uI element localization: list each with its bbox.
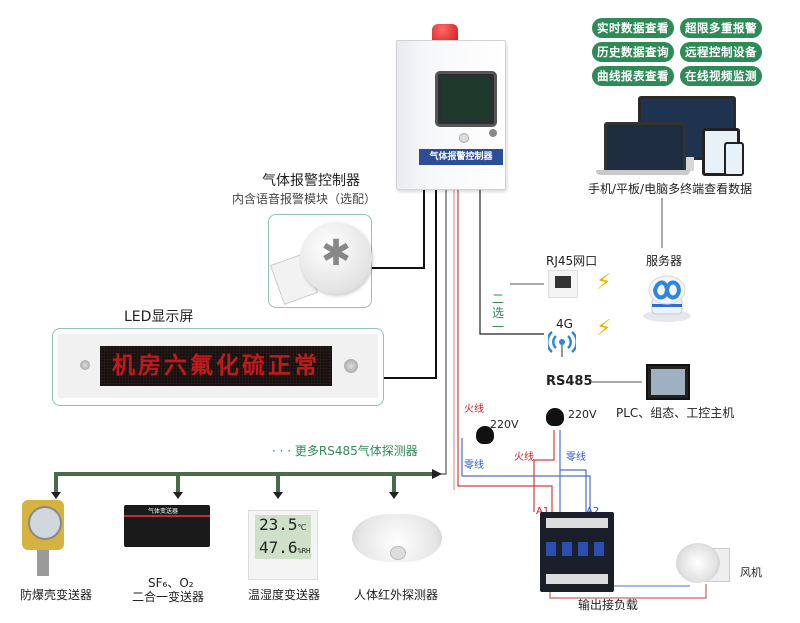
wire-neutral [461,438,591,520]
buzzer-grille-icon: ✱ [320,233,352,274]
fan-icon [676,543,720,583]
controller-panel-label: 气体报警控制器 [419,149,503,165]
led-knob-icon [80,360,90,370]
bus-arrow-2 [173,492,183,499]
led-title: LED显示屏 [124,309,194,325]
wire-buzzer [372,188,425,269]
industrial-panel-icon [646,364,690,400]
rj45-label: RJ45网口 [546,254,598,268]
humidity-reading: 47.6 [259,538,298,557]
live-wire-label-2: 火线 [514,452,534,463]
feature-multi-alarm: 超限多重报警 [680,18,762,38]
laptop-icon [604,122,686,174]
device-label-explosion-proof: 防爆壳变送器 [20,588,93,602]
choose-one-char: 选 [492,306,505,320]
device-label-temp-humidity: 温湿度变送器 [248,588,321,602]
device-label-pir: 人体红外探测器 [354,588,439,602]
temp-humidity-transmitter-icon: 23.5℃ 47.6%RH [248,510,318,580]
bus-arrow-3 [273,492,283,499]
temp-reading: 23.5 [259,515,298,534]
feature-realtime-data: 实时数据查看 [592,18,674,38]
temp-unit: ℃ [297,523,307,532]
rs485-label: RS485 [546,374,593,389]
wire-led [382,188,437,379]
pir-lens-icon [390,546,406,560]
choose-one-label: 二 选 一 [492,292,504,334]
alarm-beacon-icon [432,24,458,42]
server-label: 服务器 [646,254,683,268]
rj45-port-icon [548,270,578,298]
bus-arrow-4 [389,492,399,499]
device-label-sf6-line2: 二合一变送器 [132,590,205,604]
wire-live-controller [457,188,553,520]
neutral-wire-label: 零线 [464,460,484,471]
wire-neutral-a2 [560,469,587,512]
controller-screen [435,71,497,127]
terminal-a1-label: A1 [536,506,549,517]
voltage-label-2: 220V [568,408,597,421]
g4-label: 4G [556,317,573,331]
contactor-icon [540,512,614,592]
server-cloud-icon [643,275,691,322]
power-plug-icon [476,426,494,444]
buzzer-icon [300,222,372,294]
output-load-label: 输出接负载 [578,598,639,612]
neutral-wire-label-2: 零线 [566,452,586,463]
feature-video-monitor: 在线视频监测 [680,66,762,86]
choose-one-char: 一 [492,320,505,334]
choose-one-char: 二 [492,292,505,306]
feature-remote-control: 远程控制设备 [680,42,762,62]
more-detectors-label: · · · 更多RS485气体探测器 [272,444,418,458]
lightning-icon: ⚡ [596,316,612,341]
led-speaker-icon [344,359,358,373]
sf6-o2-transmitter-icon: 气体变送器 [124,505,210,547]
live-wire-label: 火线 [464,404,484,415]
explosion-proof-transmitter-icon [22,500,64,576]
controller-subtitle: 内含语音报警模块（选配） [232,192,377,206]
rs485-bus [54,472,432,492]
led-message: 机房六氟化硫正常 [100,346,332,386]
bus-arrow-1 [51,492,61,499]
transmitter-panel-text: 气体变送器 [148,508,179,515]
feature-history-query: 历史数据查询 [592,42,674,62]
lightning-icon: ⚡ [596,270,612,295]
controller-title: 气体报警控制器 [262,173,360,189]
fan-label: 风机 [740,566,762,579]
feature-curve-report: 曲线报表查看 [592,66,674,86]
wireless-signal-icon [548,331,576,357]
device-label-sf6-line1: SF₆、O₂ [148,576,194,590]
terminal-a2-label: A2 [586,506,599,517]
bus-arrow-right [432,469,442,479]
laptop-base [596,170,690,175]
wire-network [479,188,544,335]
gas-alarm-controller: 气体报警控制器 [396,40,506,190]
voltage-label-1: 220V [490,418,519,431]
wire-live-plug2 [533,430,555,512]
terminals-caption: 手机/平板/电脑多终端查看数据 [588,182,753,196]
plc-label: PLC、组态、工控主机 [616,406,735,420]
humidity-unit: %RH [297,547,311,555]
wire-bus-feed [438,188,447,475]
controller-indicator-icon [459,133,469,143]
wire-load-red [549,584,707,599]
phone-icon [724,142,744,176]
controller-key-icon [489,129,497,137]
power-plug-icon [546,408,564,426]
